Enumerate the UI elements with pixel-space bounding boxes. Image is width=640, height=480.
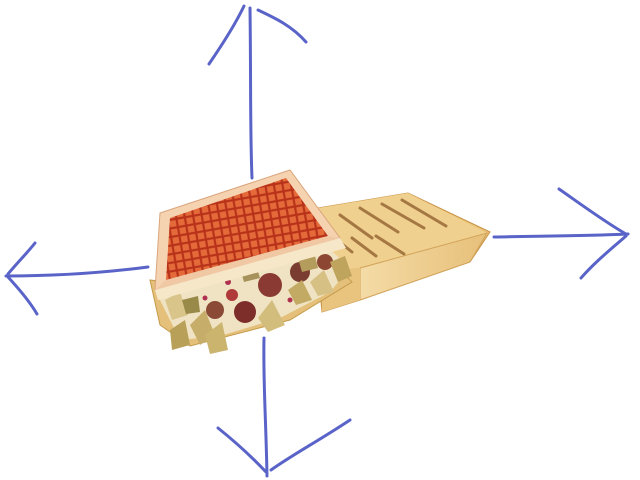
arrow-right-icon <box>492 187 630 280</box>
arrow-left-icon <box>4 241 150 316</box>
arrow-down-icon <box>216 336 352 478</box>
back-slice <box>317 192 491 313</box>
sandwich-image <box>149 169 491 354</box>
arrow-up-icon <box>207 4 308 180</box>
top-slice <box>154 169 346 300</box>
